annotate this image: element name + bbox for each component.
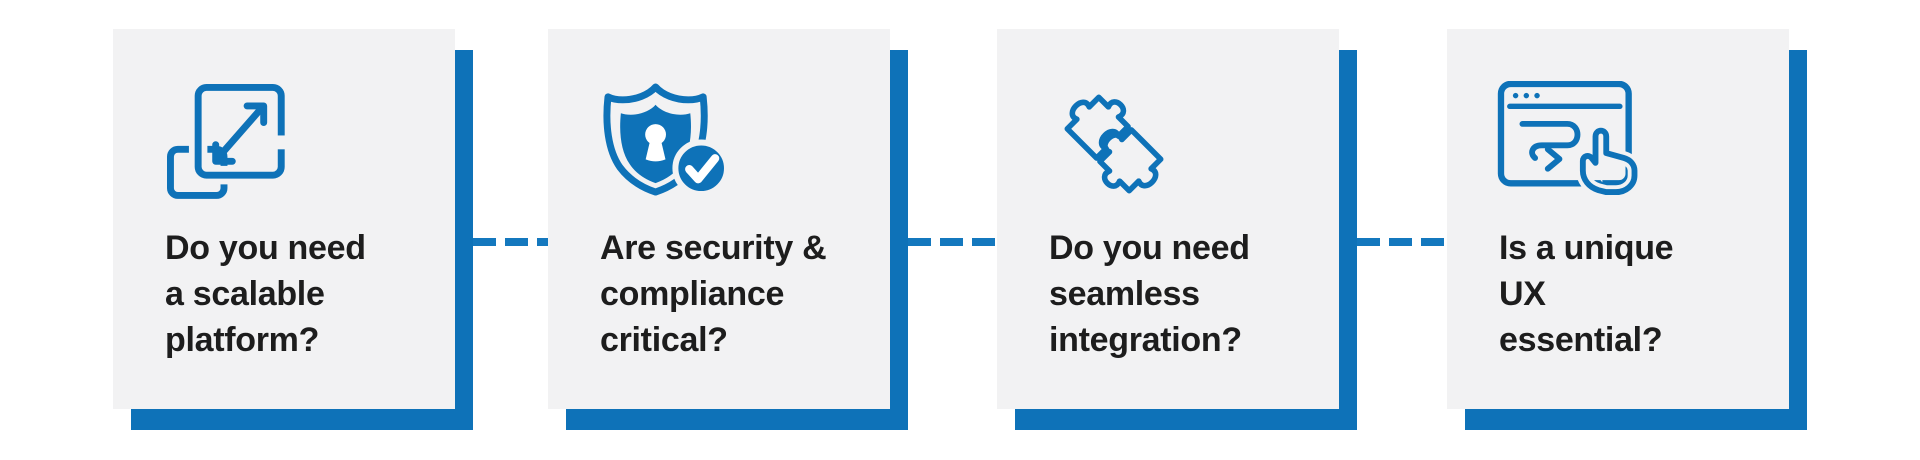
card-question: Do you need seamless integration? [1049,225,1321,363]
question-line: Do you need [1049,229,1250,267]
question-line: Is a unique [1499,229,1674,267]
question-line: compliance [600,275,785,313]
scale-icon [163,81,285,201]
dashed-connector [908,238,997,246]
question-line: seamless [1049,275,1200,313]
shield-check-icon [598,81,731,198]
question-line: integration? [1049,321,1242,359]
card-unique-ux: Is a unique UX essential? [1447,29,1789,409]
question-line: a scalable [165,275,325,313]
card-question: Is a unique UX essential? [1499,225,1771,363]
dashed-connector [473,238,548,246]
dashed-connector [1357,238,1447,246]
card-question: Do you need a scalable platform? [165,225,437,363]
question-line: essential? [1499,321,1663,359]
card-question: Are security & compliance critical? [600,225,872,363]
question-line: platform? [165,321,320,359]
question-line: Do you need [165,229,366,267]
question-line: UX [1499,275,1546,313]
card-security-compliance: Are security & compliance critical? [548,29,890,409]
question-line: Are security & [600,229,827,267]
card-seamless-integration: Do you need seamless integration? [997,29,1339,409]
question-line: critical? [600,321,728,359]
puzzle-icon [1047,81,1181,207]
ux-pointer-icon [1497,81,1657,196]
card-scalable-platform: Do you need a scalable platform? [113,29,455,409]
